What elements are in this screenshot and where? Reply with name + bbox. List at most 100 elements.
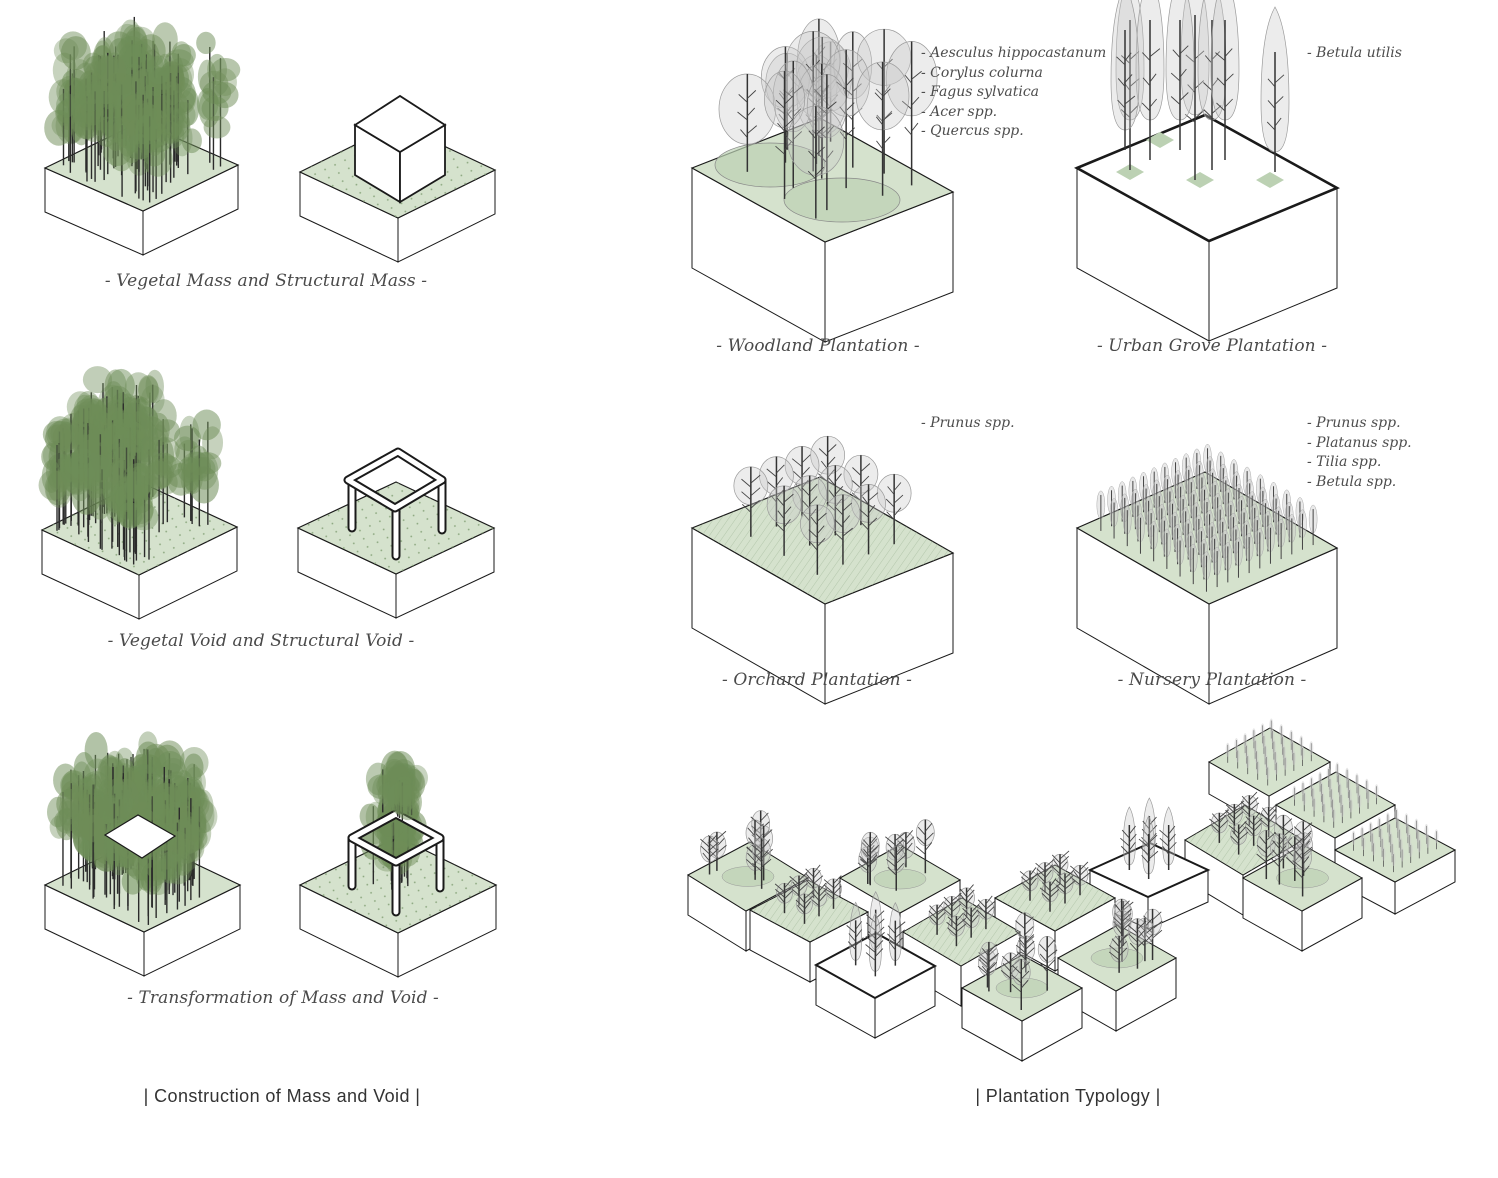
tree-branch [1149, 98, 1157, 108]
tree-branch [1015, 920, 1026, 929]
tree-branch [802, 512, 811, 522]
tree-foliage [115, 747, 134, 774]
tree-branch [700, 838, 710, 848]
tree-branch [876, 140, 883, 150]
tree-branch [808, 150, 817, 160]
tree-branch [901, 100, 912, 110]
tree-branch [753, 853, 762, 863]
tree-branch [1121, 900, 1130, 909]
tree-crown [1274, 760, 1279, 775]
tree-branch [1111, 938, 1120, 948]
tree-branch [875, 940, 884, 949]
tree-branch [784, 95, 794, 105]
tree-crown [1330, 797, 1335, 812]
tree-branch [818, 888, 828, 897]
tree-branch [869, 854, 878, 863]
tree-branch [766, 468, 777, 478]
tree-branch [737, 111, 748, 121]
tree-branch [847, 941, 856, 950]
tree-branch [860, 475, 870, 485]
tree-branch [1162, 845, 1170, 855]
tree-branch [845, 102, 855, 112]
tree-branch [1256, 844, 1267, 854]
tree-branch [1216, 102, 1226, 112]
tree-branch [1025, 934, 1035, 943]
tree-branch [1149, 48, 1161, 57]
tree-branch [751, 834, 761, 843]
tree-crown [1425, 833, 1430, 848]
tree-foliage [73, 752, 95, 784]
tree-branch [868, 492, 879, 502]
tree-branch [1271, 849, 1280, 858]
tree-branch [895, 929, 905, 939]
tree-crown [1225, 742, 1230, 757]
tree-crown [1337, 782, 1342, 797]
tree-branch [817, 512, 827, 522]
tree-branch [738, 94, 748, 103]
tree-branch [1148, 834, 1158, 844]
tree-branch [747, 827, 756, 837]
tree-branch [741, 491, 752, 501]
tree-branch [811, 892, 820, 901]
tree-branch [947, 927, 957, 937]
tree-crown [1390, 842, 1395, 857]
tree-branch [869, 844, 880, 854]
tree-branch [1253, 823, 1262, 832]
tree-branch [834, 531, 844, 541]
tree-branch [775, 522, 785, 532]
tree-crown [1336, 772, 1341, 787]
tree-branch [811, 130, 823, 139]
tree-branch [777, 122, 785, 132]
tree-foliage [190, 799, 218, 833]
tree-crown [1374, 784, 1379, 799]
tree-crown [1289, 729, 1294, 744]
tree-branch [1249, 791, 1258, 801]
tree-branch [811, 886, 820, 896]
tree-branch [887, 486, 895, 495]
tree-branch [882, 136, 891, 146]
frame-beam [345, 449, 445, 511]
tree-crown [1405, 823, 1410, 838]
tree-foliage [193, 789, 214, 824]
tree-crown [1300, 746, 1305, 761]
tree-branch [791, 458, 803, 468]
tree-branch [963, 913, 972, 923]
tree-branch [1021, 881, 1031, 891]
tree-crown [1271, 739, 1276, 754]
tree-branch [855, 937, 864, 946]
tree-branch [747, 90, 757, 99]
tree-branch [1267, 78, 1276, 88]
tree-branch [1121, 917, 1131, 926]
tree-foliage [151, 399, 177, 433]
tree-crown [1300, 781, 1305, 796]
tree-branch [981, 948, 990, 957]
tree-crown [1391, 852, 1396, 867]
tree-branch [848, 933, 857, 942]
tree-branch [1245, 816, 1254, 825]
tree-branch [1271, 858, 1280, 868]
tree-branch [821, 86, 830, 95]
tree-branch [750, 487, 761, 497]
tree-branch [826, 150, 834, 159]
tree-branch [784, 135, 794, 144]
tree-branch [1203, 82, 1213, 91]
tree-branch [970, 914, 979, 924]
tree-crown [1361, 836, 1366, 851]
tree-branch [805, 114, 814, 123]
tree-branch [947, 916, 957, 926]
tree-branch [1267, 100, 1276, 109]
tree-branch [784, 879, 792, 889]
tree-foliage [131, 396, 153, 429]
tree-branch [1000, 970, 1011, 979]
tree-branch [798, 877, 808, 887]
tree-branch [1218, 814, 1227, 824]
tree-branch [1302, 830, 1312, 840]
tree-branch [868, 517, 878, 527]
tree-branch [845, 77, 854, 87]
tree-branch [792, 881, 800, 891]
tree-branch [1046, 949, 1058, 959]
tree-branch [1266, 849, 1275, 859]
tree-branch [816, 113, 826, 123]
tree-crown [1245, 754, 1250, 769]
tree-branch [1117, 99, 1126, 109]
